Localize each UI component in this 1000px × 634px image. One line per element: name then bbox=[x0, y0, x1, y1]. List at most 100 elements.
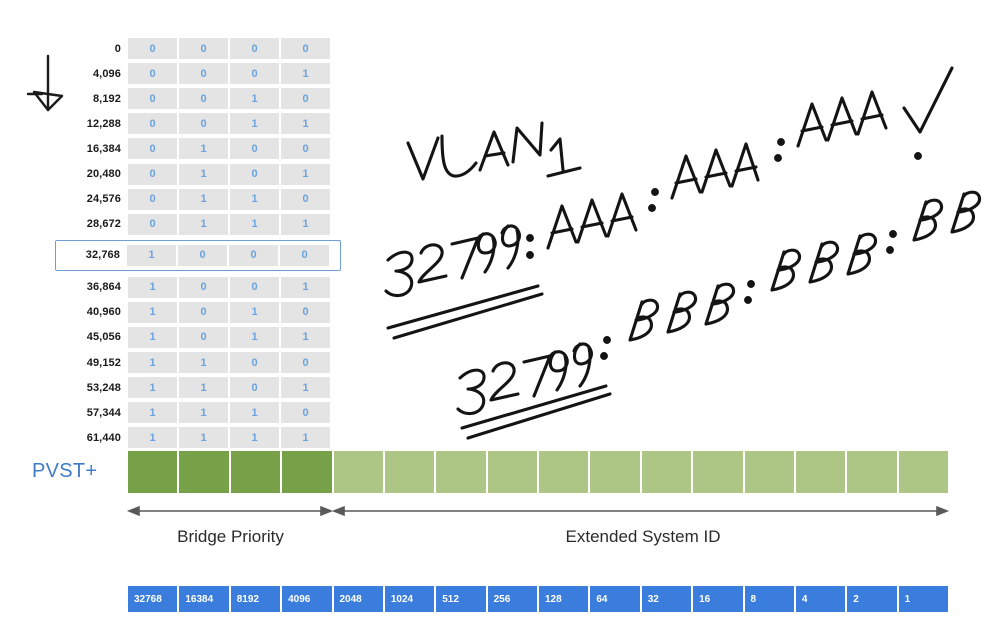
priority-bit-cell: 1 bbox=[281, 213, 330, 235]
priority-bit-cell: 0 bbox=[128, 163, 177, 185]
priority-value: 53,248 bbox=[86, 381, 121, 394]
priority-bit-cell: 1 bbox=[281, 326, 330, 348]
priority-bit-cell: 0 bbox=[128, 188, 177, 210]
priority-value: 45,056 bbox=[86, 331, 121, 344]
priority-bit-cell: 1 bbox=[128, 427, 177, 449]
ink-note-bridge-aaa bbox=[384, 66, 954, 340]
bit-bar-cell-128 bbox=[539, 451, 589, 493]
priority-bit-cell: 1 bbox=[127, 244, 176, 266]
pvst-label: PVST+ bbox=[32, 460, 98, 482]
priority-bit-cell: 0 bbox=[179, 113, 228, 135]
priority-bit-cell: 0 bbox=[230, 63, 279, 85]
bit-bar-cell-256 bbox=[487, 451, 537, 493]
priority-value: 16,384 bbox=[86, 142, 121, 155]
priority-bit-cell: 0 bbox=[179, 326, 228, 348]
priority-value: 8,192 bbox=[92, 92, 121, 105]
ink-note-bridge-bbb bbox=[456, 190, 982, 440]
priority-bit-cell: 1 bbox=[281, 427, 330, 449]
bit-bar-cell-4096 bbox=[282, 451, 332, 493]
priority-bit-cell: 1 bbox=[128, 301, 177, 323]
priority-bit-cell: 1 bbox=[281, 163, 330, 185]
bit-weight-cell: 64 bbox=[590, 586, 640, 612]
priority-bit-cell: 0 bbox=[281, 88, 330, 110]
priority-bit-cell: 1 bbox=[179, 377, 228, 399]
priority-bit-cell: 0 bbox=[128, 38, 177, 60]
bit-weight-cell: 32 bbox=[641, 586, 692, 612]
bit-weight-cell: 8192 bbox=[230, 586, 281, 612]
priority-bit-cell: 0 bbox=[230, 138, 279, 160]
ink-annotation-layer bbox=[380, 10, 1000, 440]
priority-bit-cell: 0 bbox=[178, 244, 227, 266]
priority-bit-cell: 0 bbox=[179, 276, 228, 298]
priority-value: 24,576 bbox=[86, 193, 121, 206]
priority-bit-cell: 0 bbox=[179, 301, 228, 323]
priority-bit-cell: 0 bbox=[128, 113, 177, 135]
bit-bar-cell-8 bbox=[744, 451, 794, 493]
priority-value: 61,440 bbox=[86, 431, 121, 444]
bit-bar-cell-8192 bbox=[230, 451, 281, 493]
bit-weight-cell: 8 bbox=[744, 586, 794, 612]
priority-bit-cell: 1 bbox=[179, 213, 228, 235]
priority-bit-cell: 1 bbox=[128, 352, 177, 374]
priority-value: 40,960 bbox=[86, 306, 121, 319]
bit-weight-cell: 1 bbox=[898, 586, 948, 612]
priority-bit-cell: 1 bbox=[281, 63, 330, 85]
priority-value: 28,672 bbox=[86, 218, 121, 231]
priority-bit-cell: 1 bbox=[128, 377, 177, 399]
priority-bit-cell: 1 bbox=[230, 402, 279, 424]
priority-bit-cell: 1 bbox=[281, 276, 330, 298]
priority-bit-cell: 0 bbox=[281, 38, 330, 60]
priority-bit-cell: 1 bbox=[179, 138, 228, 160]
extended-system-id-span-label: Extended System ID bbox=[565, 527, 721, 546]
priority-bit-cell: 0 bbox=[229, 244, 278, 266]
priority-bit-cell: 1 bbox=[230, 213, 279, 235]
priority-bit-cell: 1 bbox=[230, 326, 279, 348]
priority-value: 20,480 bbox=[86, 168, 121, 181]
priority-bit-cell: 0 bbox=[230, 163, 279, 185]
priority-bit-cell: 1 bbox=[179, 352, 228, 374]
bit-bar-cell-1024 bbox=[384, 451, 435, 493]
priority-bit-cell: 1 bbox=[230, 88, 279, 110]
bit-bar-cell-32 bbox=[641, 451, 692, 493]
priority-value: 57,344 bbox=[86, 406, 121, 419]
bit-weight-cell: 2 bbox=[847, 586, 897, 612]
bridge-priority-span-label: Bridge Priority bbox=[177, 527, 284, 546]
priority-value: 0 bbox=[114, 42, 121, 55]
priority-value: 49,152 bbox=[86, 356, 121, 369]
priority-bit-cell: 1 bbox=[281, 113, 330, 135]
priority-bit-cell: 0 bbox=[128, 213, 177, 235]
bit-weight-cell: 256 bbox=[487, 586, 537, 612]
priority-bit-cell: 0 bbox=[280, 244, 329, 266]
priority-bit-cell: 0 bbox=[128, 138, 177, 160]
priority-bit-cell: 0 bbox=[230, 276, 279, 298]
bit-bar-cell-64 bbox=[590, 451, 640, 493]
bit-bar-cell-32768 bbox=[128, 451, 178, 493]
bit-weight-cell: 16384 bbox=[179, 586, 229, 612]
